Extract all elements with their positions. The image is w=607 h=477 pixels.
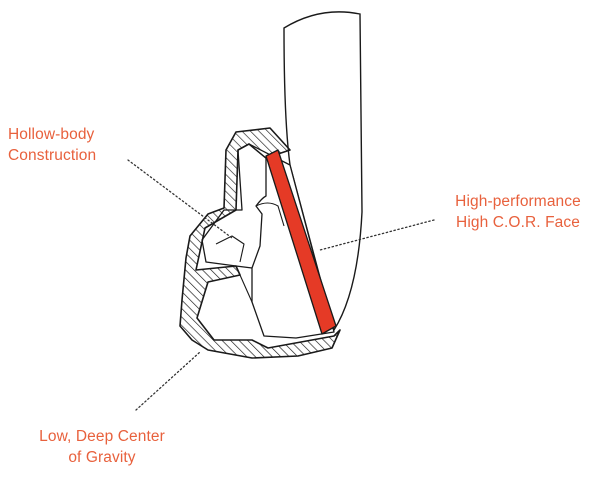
- hollow-body-label: Hollow-body Construction: [8, 124, 96, 166]
- hosel: [283, 11, 363, 332]
- cg-label-line2: of Gravity: [68, 449, 136, 466]
- hollow-body-label-line1: Hollow-body: [8, 126, 95, 143]
- leader-center-of-gravity: [135, 351, 201, 411]
- face-insert: [265, 149, 337, 335]
- hollow-body-label-line2: Construction: [8, 147, 97, 164]
- center-of-gravity-label: Low, Deep Center of Gravity: [22, 426, 182, 468]
- cg-label-line1: Low, Deep Center: [39, 428, 165, 445]
- face-label-line1: High-performance: [455, 193, 581, 210]
- internal-rib-lower: [215, 235, 253, 303]
- leader-hollow-body: [127, 159, 233, 239]
- cavity-edge: [255, 202, 285, 227]
- internal-rib: [201, 149, 253, 269]
- face-label: High-performance High C.O.R. Face: [432, 191, 604, 233]
- leader-face: [319, 219, 435, 251]
- face-label-line2: High C.O.R. Face: [456, 214, 580, 231]
